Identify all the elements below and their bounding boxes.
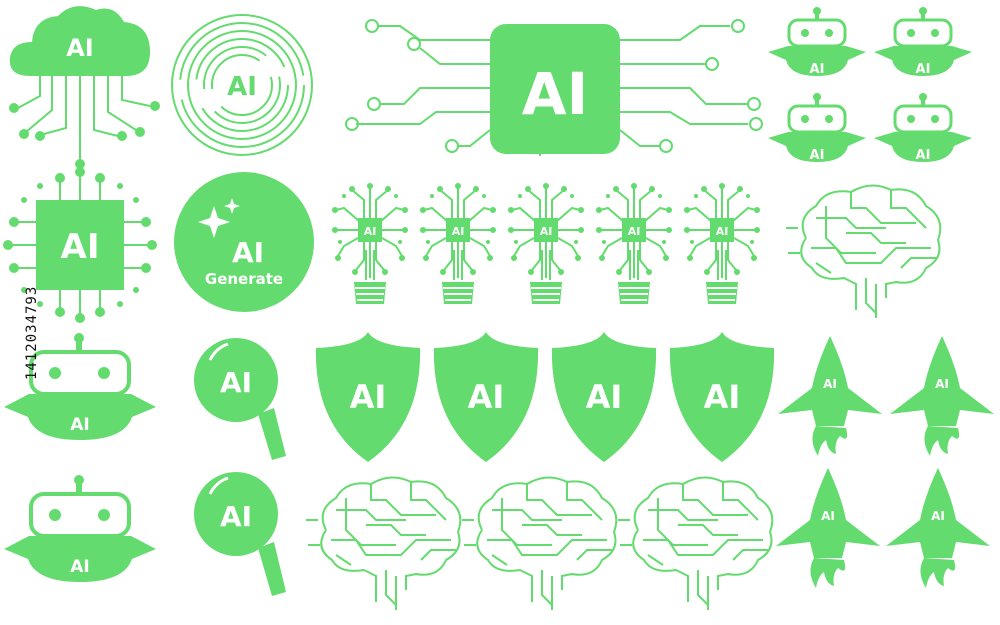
ai-lightbulb-icon: AI: [595, 182, 673, 305]
ai-rocket-icon: AI: [886, 468, 990, 588]
generate-label: Generate: [205, 270, 283, 288]
ai-circuit-brain-icon: [461, 476, 618, 611]
ai-robot-icon: AI: [766, 5, 868, 78]
ai-shield-icon: AI: [551, 332, 657, 462]
ai-circuit-brain-icon: [617, 476, 774, 611]
ai-circuit-chip-icon: AI: [3, 167, 157, 323]
ai-label: AI: [452, 225, 465, 238]
ai-shield-icon: AI: [669, 332, 775, 462]
ai-label: AI: [70, 415, 89, 435]
ai-robot-icon: AI: [766, 91, 868, 164]
ai-label: AI: [220, 500, 252, 533]
stock-id-watermark: 1412034793: [24, 285, 40, 380]
ai-label: AI: [61, 227, 100, 267]
ai-label: AI: [468, 378, 505, 416]
ai-label: AI: [232, 236, 264, 269]
ai-label: AI: [704, 378, 741, 416]
ai-label: AI: [916, 148, 931, 163]
ai-lightbulb-icon: AI: [331, 182, 409, 305]
ai-lightbulb-icon: AI: [683, 182, 761, 305]
ai-label: AI: [716, 225, 729, 238]
ai-lightbulb-icon: AI: [507, 182, 585, 305]
ai-circuit-brain-icon: [785, 184, 942, 319]
ai-label: AI: [823, 377, 837, 391]
ai-label: AI: [70, 557, 89, 577]
ai-circuit-brain-icon: [305, 476, 462, 611]
ai-rocket-icon: AI: [778, 336, 882, 456]
ai-rocket-icon: AI: [776, 468, 880, 588]
ai-rocket-icon: AI: [890, 336, 994, 456]
ai-magnifier-icon: AI: [194, 338, 286, 460]
sparkle-icon: [198, 206, 230, 238]
ai-label: AI: [931, 509, 945, 523]
ai-robot-icon: AI: [2, 331, 158, 442]
ai-generate-badge-icon: AI Generate: [174, 172, 314, 312]
ai-label: AI: [364, 225, 377, 238]
ai-label: AI: [350, 378, 387, 416]
ai-label: AI: [935, 377, 949, 391]
ai-label: AI: [628, 225, 641, 238]
ai-label: AI: [586, 378, 623, 416]
ai-label: AI: [810, 62, 825, 77]
ai-label: AI: [916, 62, 931, 77]
ai-label: AI: [227, 72, 257, 102]
ai-shield-icon: AI: [433, 332, 539, 462]
ai-label: AI: [810, 148, 825, 163]
ai-circuit-chip-icon: AI: [345, 19, 763, 156]
ai-label: AI: [540, 225, 553, 238]
ai-lightbulb-icon: AI: [419, 182, 497, 305]
ai-robot-icon: AI: [2, 473, 158, 584]
ai-label: AI: [220, 366, 252, 399]
ai-label: AI: [522, 60, 588, 128]
ai-robot-icon: AI: [872, 5, 974, 78]
ai-cloud-icon: AI: [9, 6, 160, 169]
ai-target-icon: AI: [171, 14, 313, 156]
ai-shield-icon: AI: [315, 332, 421, 462]
ai-robot-icon: AI: [872, 91, 974, 164]
ai-label: AI: [66, 34, 94, 62]
ai-label: AI: [821, 509, 835, 523]
ai-magnifier-icon: AI: [194, 472, 286, 596]
sparkle-icon: [224, 198, 240, 214]
